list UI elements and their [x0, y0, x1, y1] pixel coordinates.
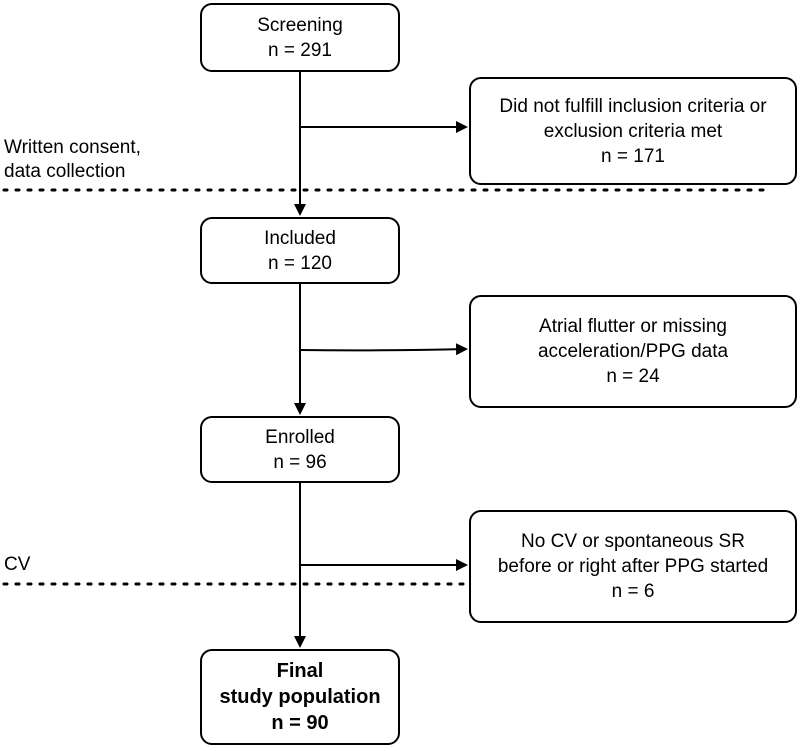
arrow-to-exclusion-2 — [299, 343, 468, 356]
screening-count: n = 291 — [268, 39, 332, 61]
included-count: n = 120 — [268, 252, 332, 274]
screening-label: Screening — [257, 14, 343, 36]
exclusion-box-cv: No CV or spontaneous SR before or right … — [469, 510, 797, 623]
final-label-line2: study population — [219, 686, 381, 708]
exclusion-2-count: n = 24 — [606, 366, 660, 387]
phase-label-consent: Written consent, data collection — [4, 136, 141, 184]
final-population-box: Final study population n = 90 — [200, 649, 400, 745]
phase-consent-line2: data collection — [4, 161, 126, 182]
exclusion-1-line2: exclusion criteria met — [543, 120, 723, 142]
phase-cv-line1: CV — [4, 554, 31, 575]
phase-label-cv: CV — [4, 553, 30, 577]
final-count: n = 90 — [271, 712, 329, 734]
exclusion-box-flutter: Atrial flutter or missing acceleration/P… — [469, 295, 797, 408]
final-label-line1: Final — [276, 660, 324, 682]
exclusion-3-line1: No CV or spontaneous SR — [521, 531, 745, 552]
exclusion-1-count: n = 171 — [601, 145, 665, 167]
exclusion-1-line1: Did not fulfill inclusion criteria or — [499, 95, 767, 117]
exclusion-3-line2: before or right after PPG started — [497, 556, 769, 577]
included-label: Included — [264, 227, 336, 249]
included-box: Included n = 120 — [200, 217, 400, 284]
exclusion-box-criteria: Did not fulfill inclusion criteria or ex… — [469, 77, 797, 185]
exclusion-2-line1: Atrial flutter or missing — [539, 316, 727, 337]
exclusion-2-line2: acceleration/PPG data — [537, 341, 729, 362]
exclusion-3-count: n = 6 — [611, 581, 655, 602]
phase-consent-line1: Written consent, — [4, 137, 141, 158]
enrolled-count: n = 96 — [273, 451, 327, 473]
enrolled-box: Enrolled n = 96 — [200, 416, 400, 483]
enrolled-label: Enrolled — [265, 426, 335, 448]
screening-box: Screening n = 291 — [200, 3, 400, 72]
